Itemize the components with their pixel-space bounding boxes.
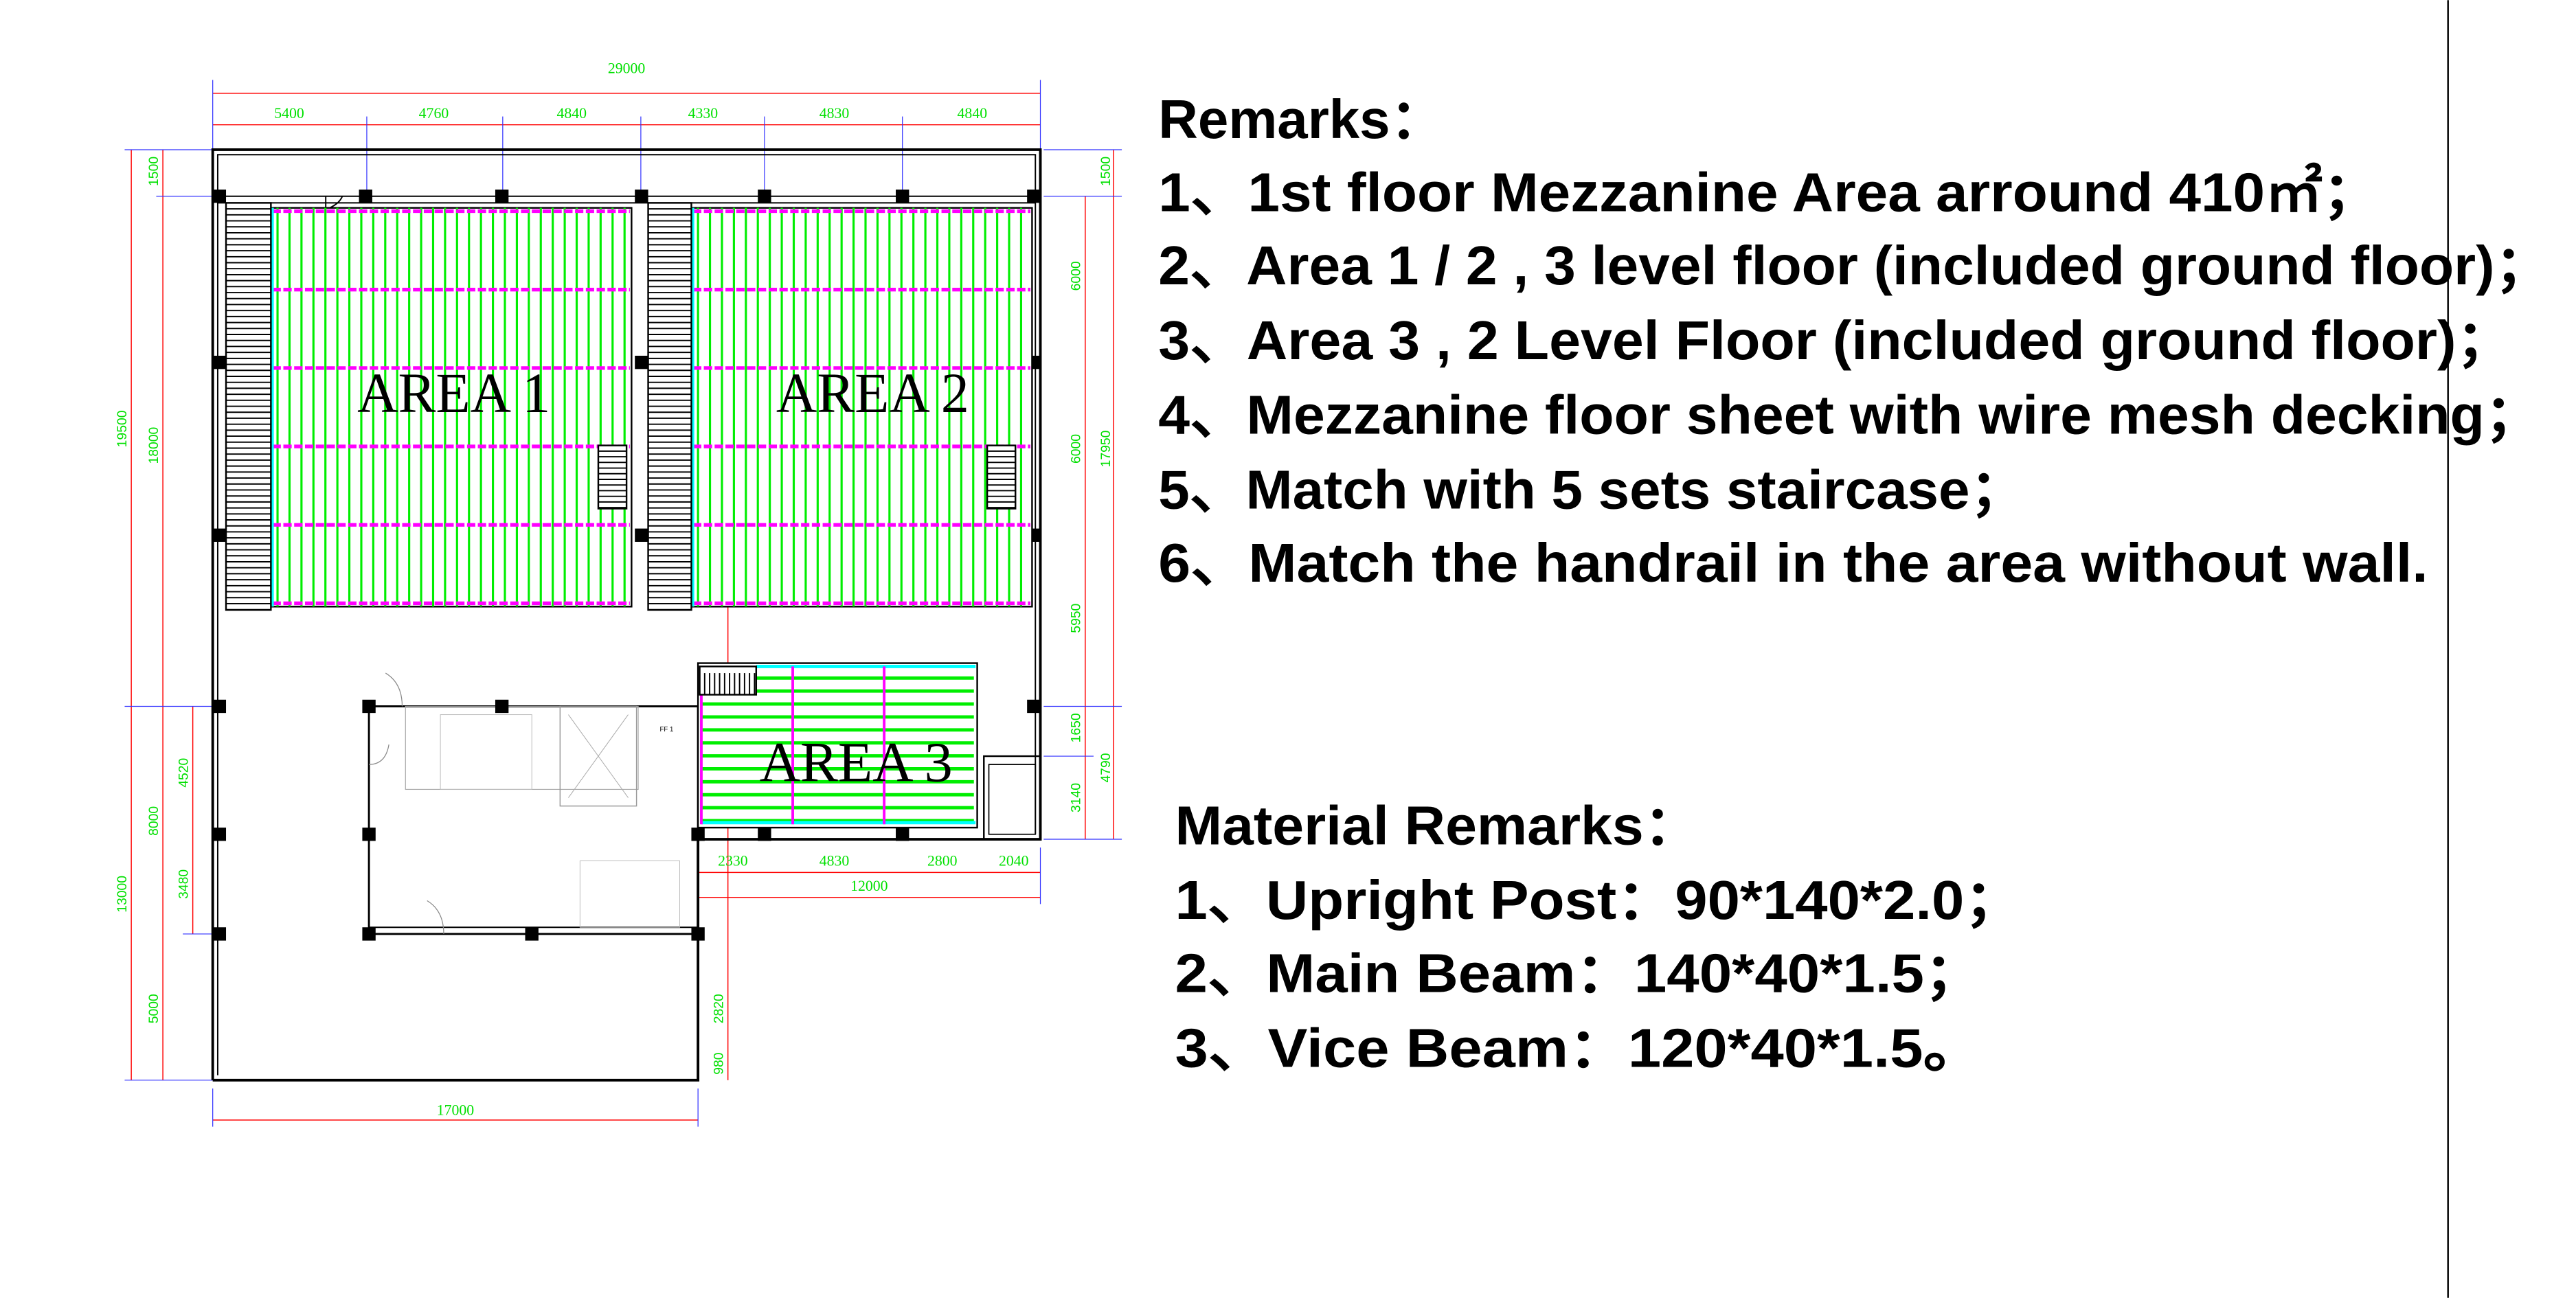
dim-left: 8000 bbox=[146, 806, 161, 836]
extension-lines bbox=[124, 80, 1122, 1127]
column-post bbox=[212, 927, 227, 941]
dim-right: 3140 bbox=[1069, 783, 1084, 812]
vice-beams-area-3 bbox=[700, 664, 976, 825]
column-post bbox=[896, 190, 909, 203]
dim-left: 18000 bbox=[146, 427, 161, 464]
dim-left: 19500 bbox=[115, 411, 130, 448]
dim-left: 5000 bbox=[146, 994, 161, 1023]
dim-top: 5400 bbox=[274, 105, 304, 122]
area-2-label: AREA 2 bbox=[776, 362, 969, 424]
column-post bbox=[691, 927, 705, 941]
dim-lower: 2820 bbox=[711, 994, 726, 1023]
staircase-core-lower bbox=[579, 860, 680, 928]
material-remarks-block: Material Remarks： 1、Upright Post：90*140*… bbox=[1175, 795, 2022, 1078]
remark-item: 1、1st floor Mezzanine Area arround 410㎡； bbox=[1158, 162, 2380, 223]
column-post bbox=[212, 528, 227, 542]
vice-beams-area-2 bbox=[692, 207, 1030, 607]
column-post bbox=[525, 927, 539, 941]
material-item: 3、Vice Beam：120*40*1.5。 bbox=[1175, 1017, 1982, 1078]
dim-top: 4760 bbox=[419, 105, 449, 122]
column-post bbox=[896, 828, 909, 841]
dim-top: 4840 bbox=[958, 105, 988, 122]
dim-bottom-total: 17000 bbox=[437, 1102, 475, 1119]
dim-right: 6000 bbox=[1069, 261, 1084, 291]
area-3-label: AREA 3 bbox=[760, 731, 953, 793]
column-post bbox=[362, 828, 376, 841]
mezzanine-area-1: AREA 1 bbox=[225, 202, 633, 611]
dim-area3-total: 12000 bbox=[850, 878, 888, 894]
dim-top: 4830 bbox=[820, 105, 850, 122]
dim-right: 1500 bbox=[1098, 157, 1114, 186]
dim-right: 4790 bbox=[1098, 753, 1114, 782]
elevator-shaft bbox=[559, 705, 637, 807]
material-remarks-title: Material Remarks： bbox=[1175, 795, 1700, 856]
column-post bbox=[212, 355, 227, 369]
dim-left: 4520 bbox=[176, 758, 191, 788]
dim-left: 1500 bbox=[146, 157, 161, 186]
column-post bbox=[495, 190, 509, 203]
remarks-block: Remarks： 1、1st floor Mezzanine Area arro… bbox=[1158, 89, 2551, 593]
material-item: 2、Main Beam：140*40*1.5； bbox=[1175, 943, 1982, 1004]
material-item: 1、Upright Post：90*140*2.0； bbox=[1175, 869, 2022, 931]
building-walls bbox=[211, 148, 1042, 1082]
dim-top: 4330 bbox=[688, 105, 719, 122]
dim-left: 3480 bbox=[176, 869, 191, 899]
column-post bbox=[758, 828, 771, 841]
area-1-label: AREA 1 bbox=[357, 362, 550, 424]
dim-right: 6000 bbox=[1069, 434, 1084, 464]
column-post bbox=[362, 927, 376, 941]
dim-area3-bottom: 2330 bbox=[718, 853, 748, 869]
remark-item: 5、Match with 5 sets staircase； bbox=[1158, 459, 2026, 521]
dim-area3-bottom: 4830 bbox=[820, 853, 850, 869]
dim-lower: 980 bbox=[711, 1052, 726, 1074]
remark-item: 3、Area 3 , 2 Level Floor (included groun… bbox=[1158, 310, 2513, 371]
dim-right: 17950 bbox=[1098, 431, 1114, 468]
room-label: FF 1 bbox=[659, 726, 673, 733]
column-post bbox=[495, 699, 509, 714]
column-post bbox=[212, 699, 227, 714]
column-post bbox=[212, 190, 227, 203]
column-post bbox=[635, 355, 648, 369]
mezzanine-area-3: AREA 3 bbox=[697, 662, 978, 829]
dim-right: 5950 bbox=[1069, 604, 1084, 633]
column-post bbox=[212, 828, 227, 841]
column-post bbox=[359, 190, 372, 203]
column-post bbox=[1027, 699, 1041, 714]
column-post bbox=[758, 190, 771, 203]
staircase-area-1-small bbox=[597, 444, 628, 510]
dim-top-total: 29000 bbox=[608, 60, 646, 77]
column-post bbox=[635, 190, 648, 203]
dim-left: 13000 bbox=[115, 876, 130, 913]
remark-item: 4、Mezzanine floor sheet with wire mesh d… bbox=[1158, 385, 2541, 446]
staircase-area-2-small bbox=[986, 444, 1017, 510]
remark-item: 2、Area 1 / 2 , 3 level floor (included g… bbox=[1158, 235, 2551, 296]
vice-beams-area-1 bbox=[272, 207, 630, 607]
dimension-labels: 29000 5400 4760 4840 4330 4830 4840 1950… bbox=[115, 60, 1114, 1119]
column-post bbox=[691, 828, 705, 841]
dim-area3-bottom: 2040 bbox=[999, 853, 1029, 869]
dim-top: 4840 bbox=[556, 105, 587, 122]
remark-item: 6、Match the handrail in the area without… bbox=[1158, 532, 2428, 593]
dim-area3-bottom: 2800 bbox=[927, 853, 958, 869]
column-post bbox=[362, 699, 376, 714]
stair-treads bbox=[226, 208, 271, 611]
mezzanine-area-2: AREA 2 bbox=[647, 202, 1033, 611]
column-post bbox=[635, 528, 648, 542]
remarks-title: Remarks： bbox=[1158, 89, 1445, 150]
staircase-area-3 bbox=[699, 665, 758, 696]
column-post bbox=[1027, 190, 1041, 203]
dim-right: 1650 bbox=[1069, 713, 1084, 742]
staircase-core-upper bbox=[440, 714, 532, 790]
